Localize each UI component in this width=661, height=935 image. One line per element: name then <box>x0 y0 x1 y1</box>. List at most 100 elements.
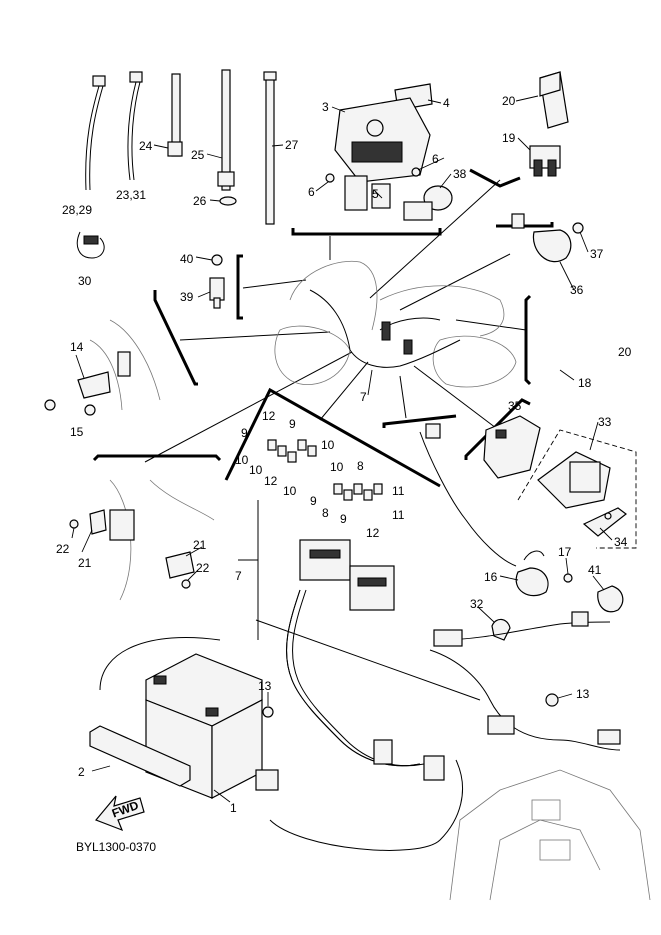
callout-12-c: 12 <box>366 526 380 540</box>
diagram-code: BYL1300-0370 <box>76 840 156 854</box>
ecu-33 <box>537 451 611 509</box>
clamp-32 <box>491 618 511 641</box>
callout-32: 32 <box>470 597 484 611</box>
callout-21-left: 21 <box>78 556 92 570</box>
screw-6-left <box>325 173 335 183</box>
callout-13-left: 13 <box>258 679 272 693</box>
clip-30 <box>76 231 105 259</box>
main-switch-assembly <box>334 83 433 211</box>
horn-16 <box>515 550 549 597</box>
callout-11-a: 11 <box>392 484 405 498</box>
screw-40 <box>211 254 223 266</box>
leader-39 <box>242 279 307 289</box>
callout-40: 40 <box>180 252 194 266</box>
callout-17: 17 <box>558 545 572 559</box>
callout-19: 19 <box>502 131 516 145</box>
wire-lead-horn <box>419 431 517 567</box>
callout-1: 1 <box>230 801 237 815</box>
frame-overview <box>274 260 517 388</box>
callout-7-top: 7 <box>360 390 367 404</box>
switch-39 <box>209 277 225 309</box>
callout-33: 33 <box>598 415 612 429</box>
group-bracket-14 <box>153 290 198 386</box>
group-bracket-fuse-box <box>224 387 441 488</box>
callout-25: 25 <box>191 148 205 162</box>
bolt-17 <box>563 573 573 583</box>
leader-36 <box>399 253 511 311</box>
fwd-arrow: FWD <box>95 795 145 832</box>
relay-35 <box>483 415 541 479</box>
leader-relay <box>369 179 501 299</box>
callout-15: 15 <box>70 425 84 439</box>
callout-21-right: 21 <box>193 538 207 552</box>
group-bracket-21-22 <box>92 454 222 462</box>
part-41 <box>597 585 624 613</box>
callout-28-29: 28,29 <box>62 203 92 217</box>
leader-fuse-box <box>319 361 369 421</box>
bolt-13-right <box>545 693 559 707</box>
callout-16: 16 <box>484 570 498 584</box>
callout-20-right: 20 <box>618 345 632 359</box>
callout-38: 38 <box>453 167 467 181</box>
leader-lines <box>71 95 613 803</box>
washer-26 <box>219 196 237 206</box>
callout-9-c: 9 <box>310 494 317 508</box>
fuse-box-7 <box>299 539 395 611</box>
callout-10-d: 10 <box>283 484 297 498</box>
callout-10-e: 10 <box>330 460 344 474</box>
callout-39: 39 <box>180 290 194 304</box>
callout-23-31: 23,31 <box>116 188 146 202</box>
callout-41: 41 <box>588 563 602 577</box>
bracket-14-area <box>44 319 161 416</box>
bolt-13-left <box>262 706 274 718</box>
callout-18: 18 <box>578 376 592 390</box>
callout-4: 4 <box>443 96 450 110</box>
callout-12-a: 12 <box>262 409 276 423</box>
fuse-set <box>267 439 383 501</box>
group-bracket-relay <box>469 168 521 188</box>
relay-20-top <box>539 71 569 129</box>
wire-connector <box>425 423 441 439</box>
callout-9-b: 9 <box>289 417 296 431</box>
group-bracket-main-switch <box>291 228 442 236</box>
callout-12-b: 12 <box>264 474 278 488</box>
band-25 <box>217 69 235 191</box>
callout-34: 34 <box>614 535 628 549</box>
group-bracket-39 <box>236 254 243 320</box>
callout-5: 5 <box>372 187 379 201</box>
leader-14 <box>179 331 331 341</box>
callout-36: 36 <box>570 283 584 297</box>
band-24 <box>167 73 183 157</box>
callout-27: 27 <box>285 138 299 152</box>
group-bracket-33 <box>517 429 637 549</box>
callout-24: 24 <box>139 139 153 153</box>
callout-37: 37 <box>590 247 604 261</box>
callout-22-left: 22 <box>56 542 70 556</box>
callout-22-right: 22 <box>196 561 210 575</box>
callout-7-main: 7 <box>235 569 242 583</box>
callout-8-b: 8 <box>322 506 329 520</box>
callout-10-b: 10 <box>249 463 263 477</box>
callouts: 3 4 20 19 6 6 38 5 24 25 27 26 28,29 23,… <box>56 94 632 854</box>
callout-3: 3 <box>322 100 329 114</box>
leader-20-18 <box>455 319 527 331</box>
battery-cable <box>99 636 221 691</box>
group-bracket-wire <box>382 414 457 428</box>
engine-ghost <box>449 769 651 901</box>
wire-harness-7 <box>269 589 621 851</box>
callout-6-right: 6 <box>432 152 439 166</box>
callout-14: 14 <box>70 340 84 354</box>
sensor-36 <box>511 213 584 263</box>
leader-wire <box>399 375 407 419</box>
plate-34 <box>582 507 627 537</box>
callout-9-a: 9 <box>241 426 248 440</box>
callout-10-a: 10 <box>235 453 249 467</box>
leader-21-22 <box>144 351 353 463</box>
callout-8-a: 8 <box>357 459 364 473</box>
callout-6-left: 6 <box>308 185 315 199</box>
assembly-line-1 <box>255 619 481 701</box>
leader-35 <box>413 365 497 429</box>
relay-19 <box>529 145 561 177</box>
